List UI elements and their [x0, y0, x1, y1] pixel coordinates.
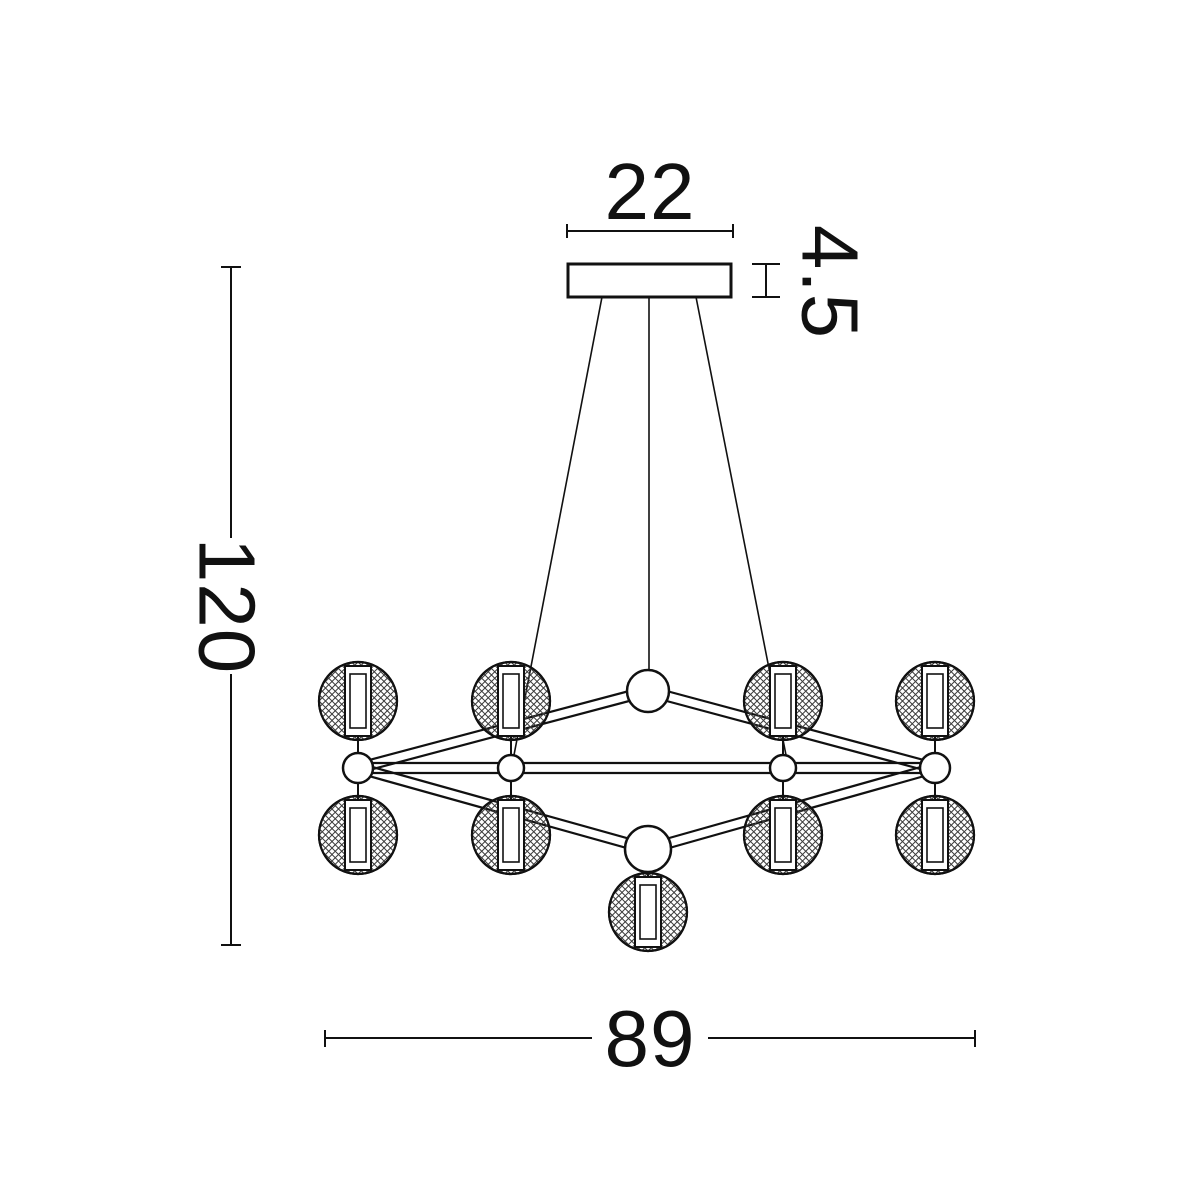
globe-icon: [470, 794, 552, 876]
dimension-label-overall-width: 89: [605, 994, 696, 1083]
globe-icon: [470, 660, 552, 742]
dimension-label-overall-height: 120: [183, 538, 272, 674]
dimension-canopy-height: 4.5: [752, 225, 875, 339]
globe-icon: [607, 871, 689, 953]
frame-hubs-icon: [341, 668, 952, 874]
globe-icon: [317, 794, 399, 876]
globe-icon: [317, 660, 399, 742]
dimension-label-canopy-height: 4.5: [786, 225, 875, 339]
globe-icon: [894, 794, 976, 876]
dimension-overall-width: 89: [324, 994, 976, 1083]
dimension-overall-height: 120: [183, 266, 272, 946]
globe-icon: [742, 794, 824, 876]
globe-icon: [894, 660, 976, 742]
ceiling-canopy-icon: [566, 262, 733, 299]
dimension-label-canopy-width: 22: [605, 147, 696, 236]
dimension-canopy-width: 22: [566, 147, 734, 238]
globe-icon: [742, 660, 824, 742]
